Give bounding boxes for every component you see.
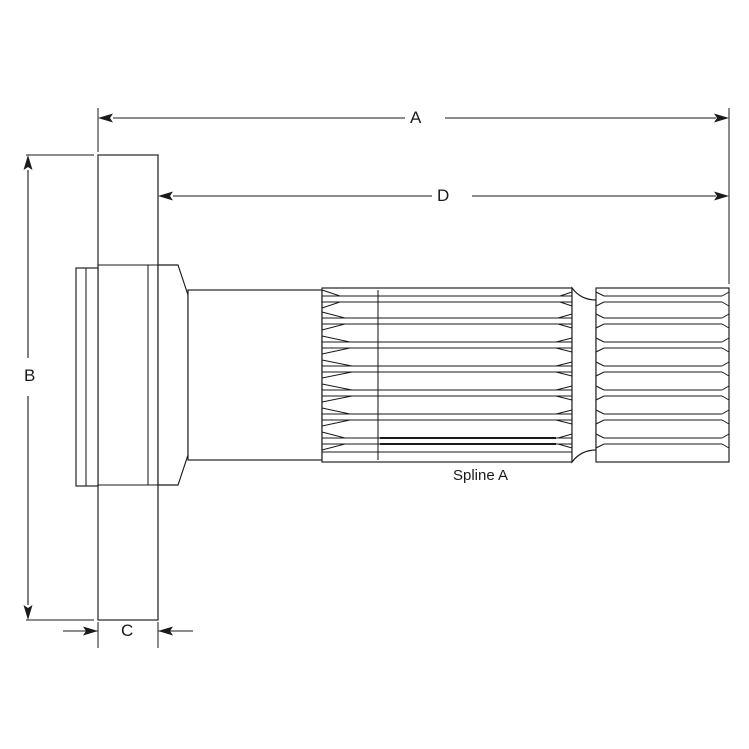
relief-groove <box>571 286 597 464</box>
dimension-label-a: A <box>405 108 427 127</box>
spline-section-a <box>321 287 573 463</box>
dimension-label-c: C <box>116 621 139 640</box>
flange-plate <box>97 154 159 621</box>
flange-pilot-boss <box>75 267 99 487</box>
shaft-body <box>187 289 323 461</box>
spline-teeth-section-a <box>321 289 573 453</box>
dimension-line-d <box>158 191 729 201</box>
dimension-line-b <box>23 155 33 620</box>
dimension-line-c <box>63 626 193 636</box>
dimension-label-b: B <box>19 366 41 385</box>
hub-taper <box>157 264 189 486</box>
spline-teeth-section-b <box>595 291 730 449</box>
dimension-line-a <box>98 113 729 123</box>
spline-section-b <box>595 287 730 463</box>
spline-root-lines <box>380 436 556 446</box>
part-outline <box>75 154 730 621</box>
dimension-label-d: D <box>432 186 455 205</box>
spline-a-annotation: Spline A <box>450 467 512 485</box>
